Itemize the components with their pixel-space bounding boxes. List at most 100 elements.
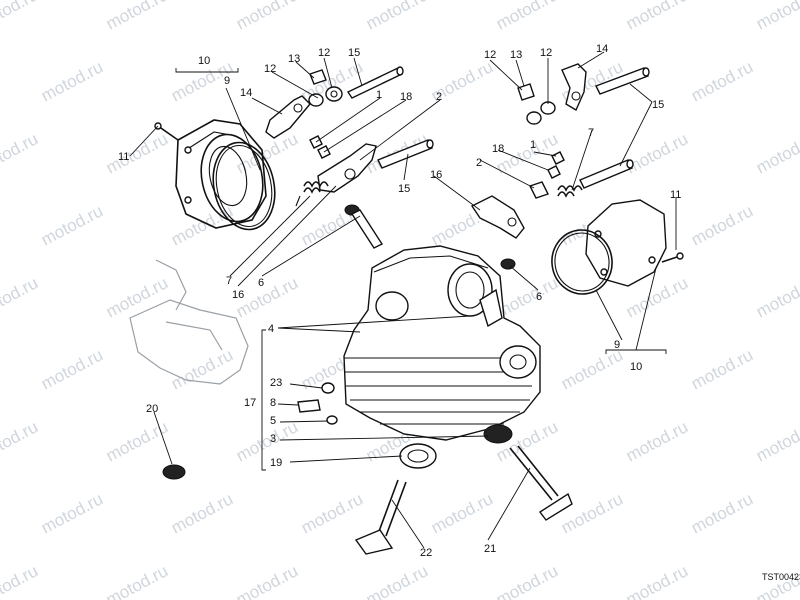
left-intake-flange xyxy=(175,119,267,229)
callout-13-right: 13 xyxy=(510,49,522,61)
right-shaft-15-mid xyxy=(579,159,634,189)
right-shaft-15-top xyxy=(595,67,650,95)
watermark-text: motod.ru xyxy=(753,129,800,177)
right-rocker-arm-14 xyxy=(561,63,587,112)
callout-10-left: 10 xyxy=(198,55,210,67)
watermark-text: motod.ru xyxy=(558,345,626,393)
callout-9-left: 9 xyxy=(224,75,230,87)
watermark-text: motod.ru xyxy=(103,561,171,600)
valve-seat-19 xyxy=(399,443,437,469)
callout-5: 5 xyxy=(270,415,276,427)
watermark-text: motod.ru xyxy=(168,489,236,537)
callout-1-left: 1 xyxy=(376,89,382,101)
right-valve-guide-6 xyxy=(500,258,516,270)
callout-7-right: 7 xyxy=(588,127,594,139)
watermark-text: motod.ru xyxy=(0,561,41,600)
watermark-text: motod.ru xyxy=(0,417,41,465)
left-washer-12b xyxy=(308,93,324,107)
callout-8: 8 xyxy=(270,397,276,409)
callout-16-right: 16 xyxy=(430,169,442,181)
watermark-text: motod.ru xyxy=(753,0,800,34)
callout-20: 20 xyxy=(146,403,158,415)
watermark-text: motod.ru xyxy=(688,345,756,393)
watermark-text: motod.ru xyxy=(753,273,800,321)
callout-10-right: 10 xyxy=(630,361,642,373)
callout-11-right: 11 xyxy=(670,189,681,201)
callout-14-right: 14 xyxy=(596,43,608,55)
callout-12-left-b: 12 xyxy=(318,47,330,59)
left-o-ring xyxy=(212,141,276,231)
callout-15-left-a: 15 xyxy=(348,47,360,59)
left-bushing-13 xyxy=(309,69,327,85)
plug-20 xyxy=(162,464,186,480)
watermark-text: motod.ru xyxy=(0,129,41,177)
callout-15-left-b: 15 xyxy=(398,183,410,195)
watermark-text: motod.ru xyxy=(623,561,691,600)
right-pin-1 xyxy=(551,151,565,165)
callout-7-left: 7 xyxy=(226,275,232,287)
watermark-text: motod.ru xyxy=(38,57,106,105)
left-washer-12 xyxy=(325,86,343,102)
watermark-text: motod.ru xyxy=(103,0,171,34)
callout-21: 21 xyxy=(484,543,496,555)
head-stud-5 xyxy=(326,415,338,425)
callout-6-left: 6 xyxy=(258,277,264,289)
right-rocker-arm-2 xyxy=(529,181,549,199)
callout-14-left: 14 xyxy=(240,87,252,99)
watermark-text: motod.ru xyxy=(753,417,800,465)
callout-2-left: 2 xyxy=(436,91,442,103)
callout-9-right: 9 xyxy=(614,339,620,351)
left-rocker-shaft-15-top xyxy=(346,66,404,99)
callout-17: 17 xyxy=(244,397,256,409)
watermark-text: motod.ru xyxy=(233,561,301,600)
callout-15-right: 15 xyxy=(652,99,664,111)
watermark-text: motod.ru xyxy=(0,0,41,34)
left-spring-7 xyxy=(295,181,329,207)
left-valve-guide-6 xyxy=(344,204,384,249)
watermark-text: motod.ru xyxy=(623,417,691,465)
callout-19: 19 xyxy=(270,457,282,469)
callout-12-left-a: 12 xyxy=(264,63,276,75)
callout-4: 4 xyxy=(268,323,274,335)
callout-23: 23 xyxy=(270,377,282,389)
callout-13-left: 13 xyxy=(288,53,300,65)
watermark-text: motod.ru xyxy=(103,417,171,465)
right-washer-12 xyxy=(526,101,556,125)
callout-2-right: 2 xyxy=(476,157,482,169)
drawing-code: TST00423 xyxy=(762,572,800,582)
right-cover xyxy=(585,199,667,287)
watermark-text: motod.ru xyxy=(233,0,301,34)
watermark-text: motod.ru xyxy=(623,0,691,34)
callout-12-right-a: 12 xyxy=(484,49,496,61)
intake-valve-22 xyxy=(354,479,407,555)
callout-12-right-b: 12 xyxy=(540,47,552,59)
right-rocker-arm-16 xyxy=(470,195,525,239)
watermark-text: motod.ru xyxy=(623,129,691,177)
watermark-text: motod.ru xyxy=(38,345,106,393)
right-bushing-13 xyxy=(517,83,535,101)
callout-11-left: 11 xyxy=(118,151,129,163)
watermark-text: motod.ru xyxy=(0,273,41,321)
callout-labels: 10 9 11 14 12 13 12 15 1 18 2 15 7 16 6 … xyxy=(118,43,681,559)
head-screw-8 xyxy=(297,399,321,413)
leader-lines xyxy=(129,51,677,549)
watermark-text: motod.ru xyxy=(103,129,171,177)
watermark-text: motod.ru xyxy=(38,489,106,537)
cylinder-head xyxy=(343,245,541,441)
callout-1-right: 1 xyxy=(530,139,536,151)
watermark-text: motod.ru xyxy=(38,201,106,249)
watermark-text: motod.ru xyxy=(493,561,561,600)
right-bolt xyxy=(661,252,684,263)
callout-18-left: 18 xyxy=(400,91,412,103)
callout-6-right: 6 xyxy=(536,291,542,303)
watermark-text: motod.ru xyxy=(168,345,236,393)
left-shaft-15-mid xyxy=(377,139,434,169)
watermark-text: motod.ru xyxy=(363,0,431,34)
watermark-text: motod.ru xyxy=(363,561,431,600)
valve-seat-3 xyxy=(483,424,513,444)
watermark-text: motod.ru xyxy=(493,0,561,34)
watermark-text: motod.ru xyxy=(298,489,366,537)
head-plug-23 xyxy=(321,382,335,394)
